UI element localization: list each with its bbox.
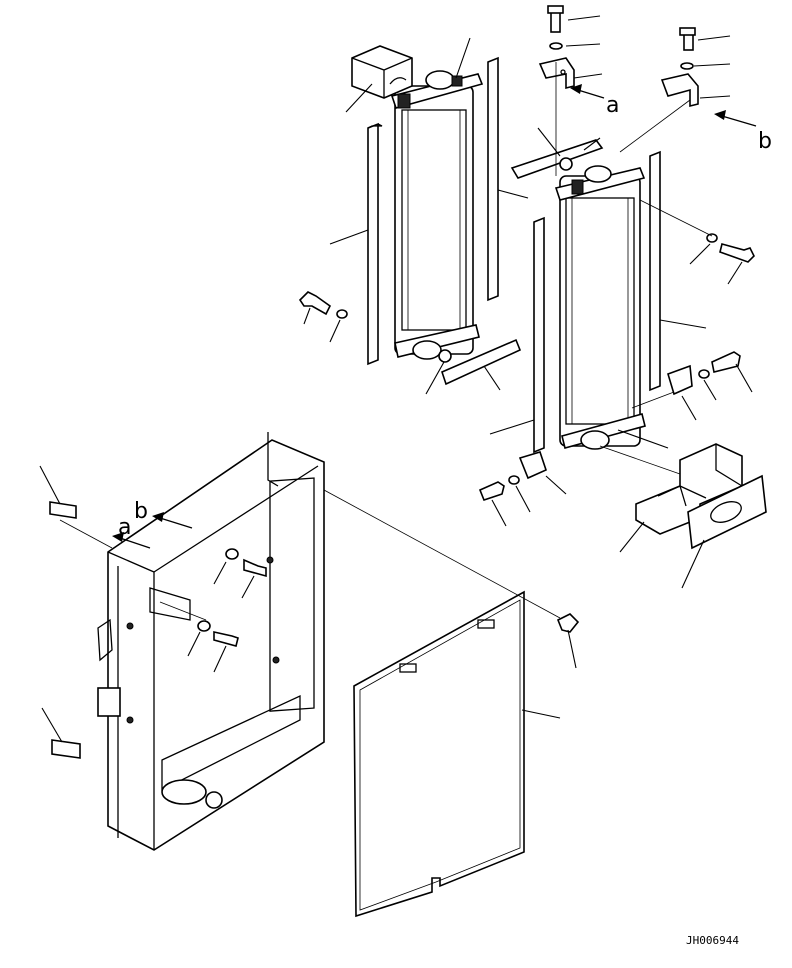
bolt-right-core-upper (706, 233, 755, 263)
rubber-pad (687, 474, 767, 550)
arrow-a-frame: a (112, 515, 151, 549)
svg-text:b: b (134, 499, 148, 524)
seal-strip-left-a (367, 122, 383, 366)
bolt-frame-lower (197, 620, 239, 647)
drawing-code: JH006944 (686, 934, 739, 947)
bolt-bottom (478, 475, 520, 501)
assembly-lines (59, 62, 713, 621)
bracket-b-assembly (660, 27, 699, 108)
seal-strip-horizontal-lower (441, 338, 522, 386)
mount-bracket-bottom (518, 451, 547, 480)
rubber-cushion-top (351, 45, 413, 99)
seal-strip-right-a (533, 216, 545, 454)
bolt-right-core-lower (698, 351, 741, 379)
arrow-b-upper: b (714, 110, 772, 154)
arrow-b-frame: b (134, 499, 193, 529)
radiator-frame (97, 432, 325, 851)
clip (556, 613, 580, 633)
label-plate-upper (49, 501, 77, 519)
radiator-core-left (390, 70, 484, 360)
seal-strip-horizontal-upper (510, 139, 604, 179)
bracket-a-assembly (538, 5, 575, 90)
seal-strip-left-b (487, 56, 499, 302)
radiator-core-right (554, 165, 646, 450)
bolt-frame-upper (225, 548, 267, 578)
arrow-a-upper: a (570, 84, 619, 118)
mount-bracket-right (667, 364, 693, 396)
svg-text:b: b (758, 129, 772, 154)
screen-panel (353, 590, 525, 918)
seal-strip-right-b (649, 150, 661, 392)
callout-leaders (39, 15, 753, 743)
grommet (438, 157, 573, 363)
svg-text:a: a (118, 515, 131, 540)
label-plate-lower (51, 739, 81, 759)
bolt-left-core (298, 291, 348, 319)
svg-text:a: a (606, 93, 619, 118)
